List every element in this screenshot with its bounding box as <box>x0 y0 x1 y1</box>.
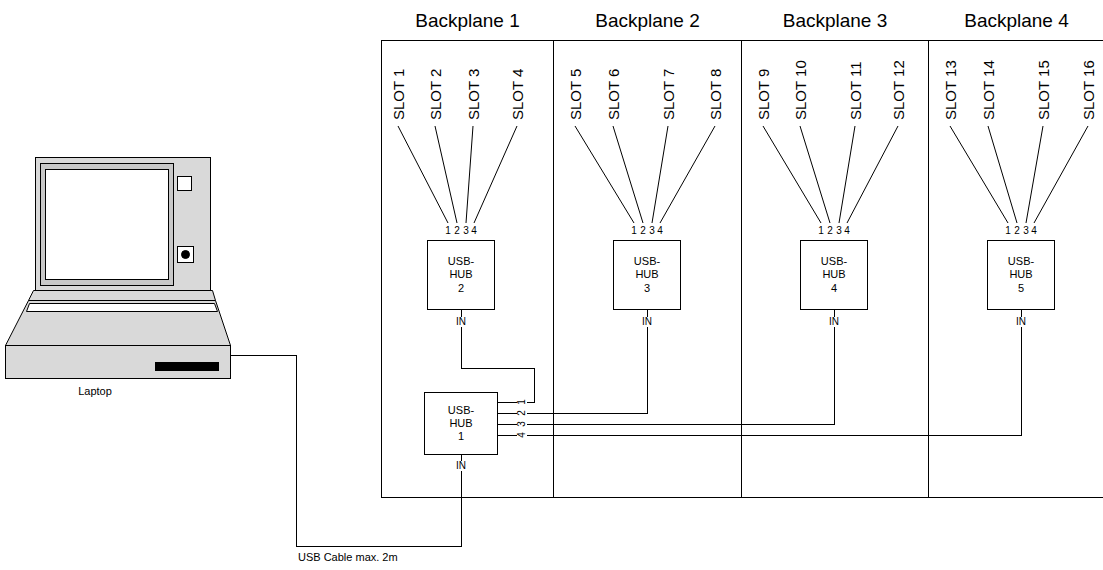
laptop-drive-slot <box>156 363 219 371</box>
backplane-title: Backplane 2 <box>554 10 741 33</box>
port-number: 4 <box>656 226 664 236</box>
laptop-caption: Laptop <box>78 385 112 397</box>
slot-wire <box>950 126 1008 223</box>
port-number: 1 <box>1004 226 1012 236</box>
slot-wire <box>988 126 1017 223</box>
port-number: 1 <box>444 226 452 236</box>
slot-wire <box>466 126 473 223</box>
slot-wire <box>398 126 448 223</box>
laptop-lid <box>36 158 211 291</box>
port-number: 1 <box>630 226 638 236</box>
hub-name: USB- HUB 4 <box>821 255 847 295</box>
hub-box: USB- HUB 5 <box>987 240 1055 310</box>
port-number: 3 <box>462 226 470 236</box>
laptop-screen <box>46 170 169 280</box>
hub-box: USB- HUB 1 <box>424 392 498 455</box>
input-port-label: IN <box>641 317 653 327</box>
port-number: 1 <box>517 398 527 406</box>
port-number: 4 <box>470 226 478 236</box>
port-number: 2 <box>639 226 647 236</box>
hub-name: USB- HUB 5 <box>1008 255 1034 295</box>
port-number: 4 <box>843 226 851 236</box>
usb-cable <box>498 310 1021 435</box>
slot-wire <box>652 126 668 223</box>
slot-label: SLOT 12 <box>891 60 906 120</box>
hub-box: USB- HUB 3 <box>613 240 681 310</box>
input-port-label: IN <box>455 461 467 471</box>
slot-label: SLOT 1 <box>391 69 406 120</box>
port-number: 1 <box>817 226 825 236</box>
backplane-title: Backplane 3 <box>742 10 928 33</box>
backplane-title: Backplane 1 <box>382 10 553 33</box>
slot-label: SLOT 7 <box>661 69 676 120</box>
port-number: 4 <box>517 431 527 439</box>
slot-wire <box>575 126 634 223</box>
slot-wire <box>474 126 517 223</box>
hub-name: USB- HUB 1 <box>448 404 474 444</box>
port-number: 2 <box>453 226 461 236</box>
slot-wire <box>847 126 898 223</box>
hub-name: USB- HUB 3 <box>634 255 660 295</box>
slot-label: SLOT 2 <box>428 69 443 120</box>
hub-name: USB- HUB 2 <box>448 255 474 295</box>
port-number: 3 <box>835 226 843 236</box>
input-port-label: IN <box>828 317 840 327</box>
input-port-label: IN <box>1015 317 1027 327</box>
laptop-button <box>178 247 194 263</box>
slot-wire <box>1034 126 1088 223</box>
usb-cable <box>461 310 534 402</box>
laptop-indicator <box>178 177 192 191</box>
slot-wire <box>435 126 457 223</box>
laptop-node: Laptop <box>5 155 230 400</box>
slot-label: SLOT 9 <box>756 69 771 120</box>
slot-label: SLOT 5 <box>568 69 583 120</box>
slot-wire <box>839 126 855 223</box>
port-number: 3 <box>517 420 527 428</box>
slot-wire <box>800 126 830 223</box>
hub-box: USB- HUB 2 <box>427 240 495 310</box>
backplane-title: Backplane 4 <box>929 10 1103 33</box>
slot-label: SLOT 3 <box>466 69 481 120</box>
slot-label: SLOT 13 <box>943 60 958 120</box>
slot-label: SLOT 11 <box>848 61 863 120</box>
port-number: 3 <box>1022 226 1030 236</box>
laptop-keyboard <box>27 304 218 312</box>
slot-label: SLOT 8 <box>708 69 723 120</box>
laptop-base <box>6 346 231 379</box>
slot-wire <box>613 126 643 223</box>
connector-group <box>230 310 1021 546</box>
slot-label: SLOT 4 <box>510 69 525 120</box>
port-number: 4 <box>1030 226 1038 236</box>
port-number: 2 <box>826 226 834 236</box>
port-number: 2 <box>1013 226 1021 236</box>
usb-cable <box>498 310 647 413</box>
slot-label: SLOT 15 <box>1036 60 1051 120</box>
slot-wire <box>1026 126 1043 223</box>
usb-cable <box>498 310 834 424</box>
laptop-drawing <box>6 158 231 379</box>
cable-label: USB Cable max. 2m <box>298 552 398 563</box>
slot-wire <box>660 126 715 223</box>
laptop-deck <box>6 301 231 346</box>
slot-label: SLOT 6 <box>606 69 621 120</box>
port-number: 2 <box>517 409 527 417</box>
slot-label: SLOT 14 <box>981 60 996 120</box>
hub-box: USB- HUB 4 <box>800 240 868 310</box>
slot-wires <box>398 126 1088 223</box>
slot-wire <box>763 126 821 223</box>
laptop-button-dot <box>182 251 190 259</box>
port-number: 3 <box>648 226 656 236</box>
input-port-label: IN <box>455 317 467 327</box>
laptop-bezel <box>41 164 174 286</box>
slot-label: SLOT 16 <box>1081 60 1096 120</box>
slot-label: SLOT 10 <box>793 60 808 120</box>
laptop-hinge <box>29 291 216 301</box>
